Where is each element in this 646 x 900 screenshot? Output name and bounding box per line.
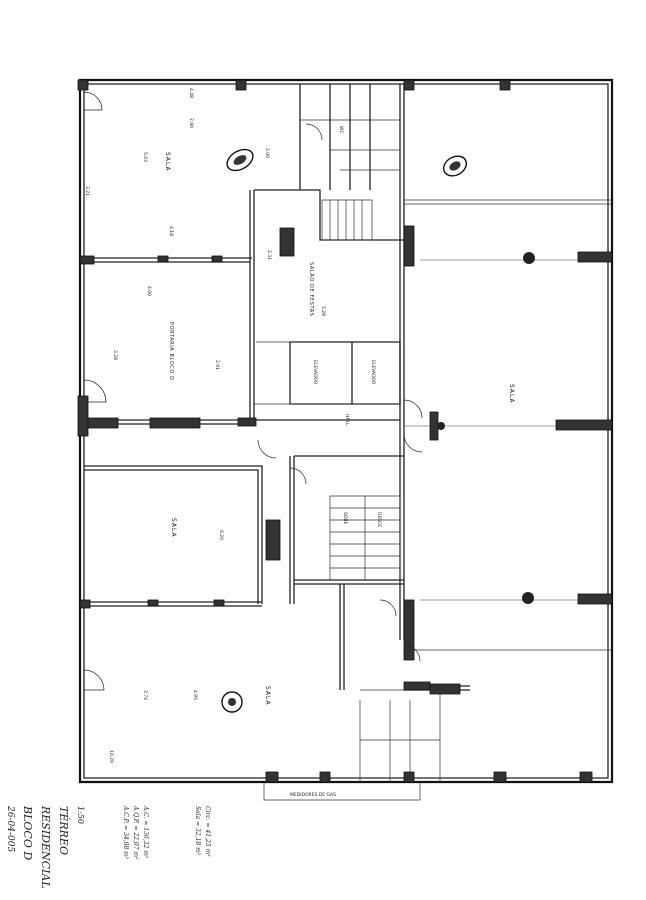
dim-9: 4.00	[146, 286, 152, 296]
note-4: Sala = 32,18 m²	[194, 806, 201, 856]
title-scale: 1:50	[76, 806, 85, 824]
label-sala-top: SALA	[164, 152, 171, 172]
dim-8: 5.28	[320, 306, 326, 316]
area-notes: A.C.P. = 34,08 m² A.Q.P. = 22,07 m² A.C.…	[122, 805, 211, 860]
gas-meter-box	[263, 782, 421, 801]
label-salao: SALÃO DE FESTAS	[308, 262, 315, 317]
dim-6: 3.21	[84, 186, 90, 196]
dim-3: 5.03	[142, 152, 148, 162]
label-elevador-2: ELEVADOR	[370, 360, 376, 384]
columns	[77, 79, 613, 783]
label-medidores: MEDIDORES DE GAS	[290, 792, 336, 798]
dim-13: 4.95	[192, 690, 198, 700]
dim-14: 3.74	[142, 690, 148, 700]
dim-7: 2.31	[266, 250, 272, 260]
doors	[83, 91, 423, 691]
dim-10: 3.28	[112, 350, 118, 360]
label-sala-right: SALA	[508, 384, 515, 404]
note-2: A.Q.P. = 22,07 m²	[132, 805, 139, 860]
label-sobe: SOBE	[342, 512, 348, 524]
label-desce: DESCE	[376, 512, 382, 527]
dim-15: 10.29	[108, 750, 114, 763]
dim-2: 2.90	[188, 118, 194, 128]
room-labels: SALA SALÃO DE FESTAS PORTARIA BLOCO D EL…	[164, 126, 515, 798]
outer-walls	[78, 78, 614, 784]
label-wc: WC	[338, 126, 344, 134]
title-line2: RESIDENCIAL	[39, 805, 52, 889]
title-line3: BLOCO D	[21, 805, 34, 860]
central-core	[254, 84, 470, 782]
title-date: 26-04-005	[5, 805, 15, 852]
dimensions: 4.48 2.90 5.03 2.00 4.18 3.21 2.31 5.28 …	[84, 88, 326, 763]
label-portaria: PORTARIA BLOCO D	[168, 322, 174, 381]
left-partitions	[84, 190, 263, 607]
dim-5: 4.18	[168, 226, 174, 236]
dim-1: 4.48	[188, 88, 194, 98]
right-zone	[404, 199, 612, 651]
dim-11: 2.91	[214, 360, 220, 370]
label-elevador-1: ELEVADOR	[312, 360, 318, 384]
note-1: A.C.P. = 34,08 m²	[122, 805, 129, 860]
label-sala-mid: SALA	[170, 518, 177, 538]
dim-4: 2.00	[264, 148, 270, 158]
fixtures	[221, 148, 535, 713]
title-line1: TÉRREO	[57, 806, 71, 855]
label-hall: HALL	[344, 414, 350, 426]
note-3: A.C. = 136,32 m²	[142, 805, 149, 859]
note-5: Circ. = 41,25 m²	[204, 806, 211, 857]
label-sala-bottom: SALA	[264, 686, 271, 706]
dim-12: 6.20	[218, 530, 224, 540]
title-block: TÉRREO RESIDENCIAL BLOCO D 26-04-005 1:5…	[5, 805, 85, 889]
